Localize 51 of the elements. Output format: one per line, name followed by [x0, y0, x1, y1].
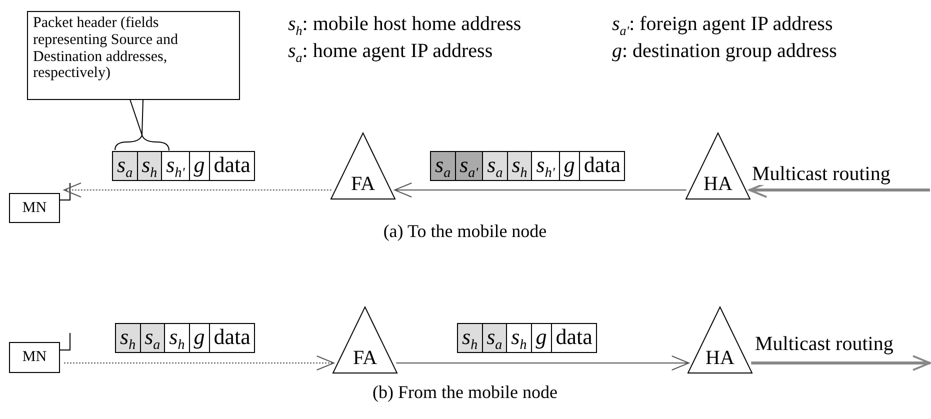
figure-caption: (a) To the mobile node [383, 221, 547, 242]
header-field: g [188, 152, 209, 180]
header-field: g [558, 152, 579, 180]
edge-label: Multicast routing [752, 163, 890, 185]
header-field: s$_{a}$ [431, 152, 455, 180]
header-field: s$_{h'}$ [531, 152, 559, 180]
edge-label: Multicast routing [755, 333, 894, 355]
node-label: FA [350, 173, 376, 195]
header-field: data [208, 324, 254, 352]
packet-box [457, 323, 598, 353]
header-field: g [530, 324, 551, 352]
packet-box [115, 323, 256, 353]
arrow [64, 182, 332, 198]
header-field: s$_{a}$ [482, 152, 507, 180]
header-field: s$_{h}$ [116, 324, 140, 352]
header-field: g [188, 324, 209, 352]
node-label: FA [352, 347, 378, 369]
header-field: s$_{a}$ [113, 152, 137, 180]
agent-triangle [688, 307, 752, 373]
header-field: s$_{a}$ [482, 324, 506, 352]
arrow [394, 182, 687, 198]
header-field: s$_{h'}$ [161, 152, 189, 180]
definition-text: s$_{a}$: home agent IP address [288, 40, 493, 63]
header-field: data [208, 152, 254, 180]
definition-text: s$_{h}$: mobile host home address [288, 13, 522, 36]
header-field: s$_{a}$ [140, 324, 164, 352]
arrow [64, 356, 334, 370]
header-field: data [550, 324, 596, 352]
definition-text: g: destination group address [612, 40, 837, 63]
header-field: s$_{a'}$ [454, 152, 482, 180]
agent-triangle [331, 133, 395, 199]
header-field: s$_{h}$ [506, 152, 532, 180]
definition-text: s$_{a'}$: foreign agent IP address [612, 13, 833, 36]
agent-triangle [686, 133, 750, 199]
node-label: HA [704, 347, 736, 369]
header-field: data [578, 152, 624, 180]
arrow [751, 355, 931, 371]
node-box: MN [9, 342, 60, 373]
header-field: s$_{h}$ [458, 324, 482, 352]
header-field: s$_{h}$ [164, 324, 189, 352]
header-field: s$_{h}$ [136, 152, 162, 180]
header-field: s$_{h}$ [506, 324, 531, 352]
agent-triangle [333, 307, 397, 373]
arrow [396, 356, 690, 370]
callout-box: Packet header (fields representing Source and Destination addresses, respectively) [27, 11, 240, 100]
node-label: HA [702, 173, 734, 195]
packet-box [430, 151, 626, 181]
node-box: MN [9, 193, 60, 223]
packet-box [112, 151, 256, 181]
leader-line [114, 99, 170, 151]
figure-caption: (b) From the mobile node [372, 382, 558, 403]
